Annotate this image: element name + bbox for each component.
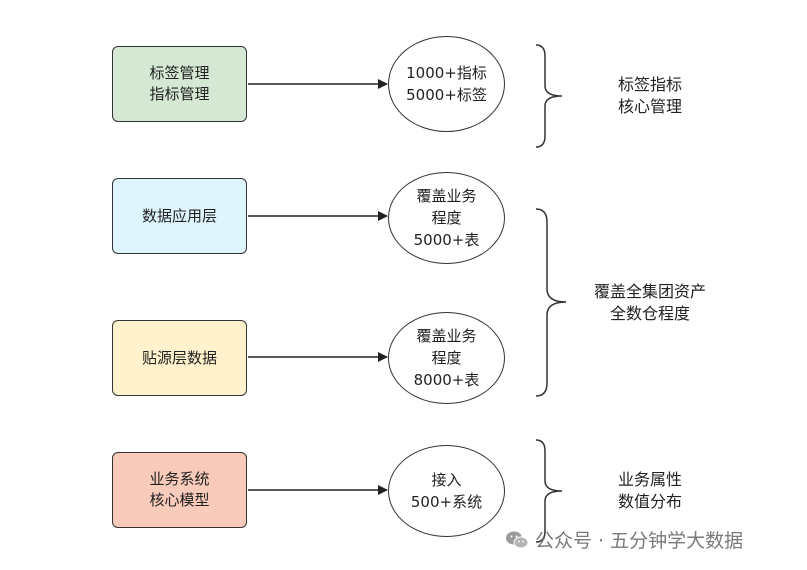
circle-text-line: 1000+指标 xyxy=(406,64,487,82)
circle-text-line: 5000+表 xyxy=(413,231,480,249)
circle-text-line: 500+系统 xyxy=(410,493,483,511)
circle-source-coverage: 覆盖业务 程度 8000+表 xyxy=(388,312,505,404)
summary-text-line: 数值分布 xyxy=(617,492,682,511)
watermark: 公众号 · 五分钟学大数据 xyxy=(505,526,743,553)
brace-3 xyxy=(535,439,563,543)
circle-text-line: 程度 xyxy=(431,349,462,367)
summary-text-line: 标签指标 xyxy=(617,75,682,94)
box-source-layer-data: 贴源层数据 xyxy=(112,320,247,396)
brace-2 xyxy=(535,208,567,397)
summary-text-line: 核心管理 xyxy=(617,97,682,116)
box-text-line: 指标管理 xyxy=(149,85,210,103)
box-text-line: 贴源层数据 xyxy=(141,348,217,367)
summary-business-attributes: 业务属性 数值分布 xyxy=(600,469,700,513)
circle-text-line: 5000+标签 xyxy=(406,86,487,104)
brace-1 xyxy=(535,44,563,148)
summary-group-asset-coverage: 覆盖全集团资产 全数仓程度 xyxy=(575,281,725,325)
circle-text-line: 覆盖业务 xyxy=(416,187,477,205)
circle-text-line: 8000+表 xyxy=(413,371,480,389)
wechat-icon xyxy=(506,531,529,548)
circle-metrics-tags-count: 1000+指标 5000+标签 xyxy=(388,36,505,132)
box-business-core-model: 业务系统 核心模型 xyxy=(112,452,247,528)
circle-text-line: 程度 xyxy=(431,209,462,227)
circle-application-coverage: 覆盖业务 程度 5000+表 xyxy=(388,172,505,264)
circle-text-line: 覆盖业务 xyxy=(416,327,477,345)
box-text-line: 核心模型 xyxy=(149,491,210,509)
box-text-line: 标签管理 xyxy=(149,64,210,82)
box-text-line: 业务系统 xyxy=(149,470,210,488)
summary-text-line: 覆盖全集团资产 xyxy=(593,282,706,301)
box-data-application-layer: 数据应用层 xyxy=(112,178,247,254)
circle-system-access: 接入 500+系统 xyxy=(388,445,505,537)
summary-tag-metric-core: 标签指标 核心管理 xyxy=(600,74,700,118)
summary-text-line: 全数仓程度 xyxy=(609,304,690,323)
box-text-line: 数据应用层 xyxy=(141,206,217,225)
summary-text-line: 业务属性 xyxy=(617,470,682,489)
watermark-text: 公众号 · 五分钟学大数据 xyxy=(535,530,744,552)
box-tag-metric-management: 标签管理 指标管理 xyxy=(112,46,247,122)
circle-text-line: 接入 xyxy=(431,471,462,489)
